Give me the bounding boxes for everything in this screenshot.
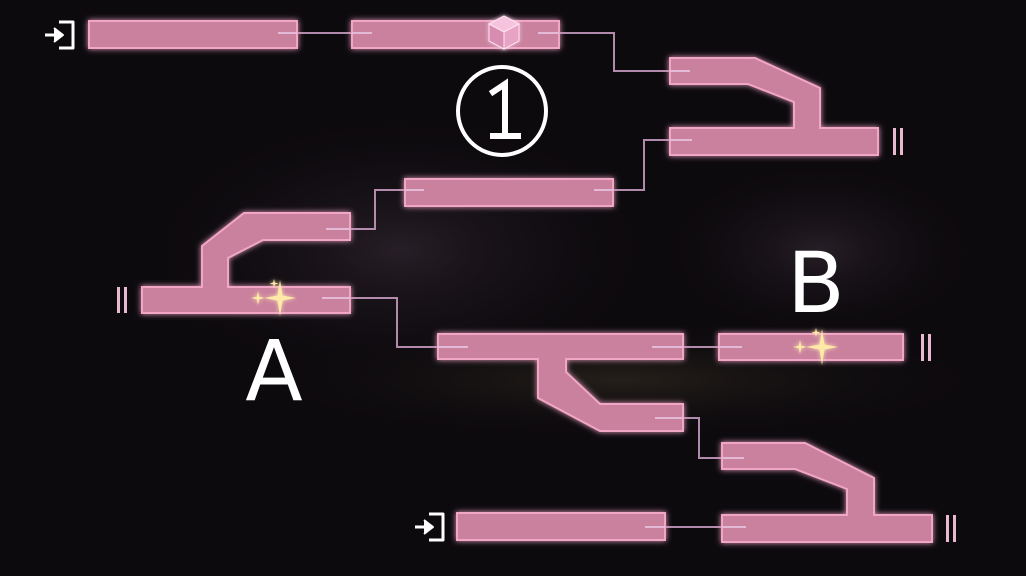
connector-stubs	[278, 32, 746, 528]
point-b-label: B	[787, 234, 845, 332]
connector	[325, 297, 468, 348]
track-segment-branch[interactable]	[669, 57, 879, 156]
pause-bars-icon	[893, 128, 903, 155]
stage-marker	[456, 65, 548, 157]
track-segment-branch[interactable]	[437, 333, 684, 432]
sparkle-icon[interactable]	[793, 328, 838, 365]
track-segment[interactable]	[351, 20, 560, 49]
cube-icon[interactable]	[487, 15, 521, 50]
exit-icon[interactable]	[45, 20, 75, 50]
pause-bars-icon	[117, 287, 127, 313]
background-glow	[660, 160, 980, 340]
track-segment-branch[interactable]	[721, 442, 933, 543]
dead-end-markers	[117, 128, 956, 542]
track-segment[interactable]	[456, 512, 666, 541]
point-a-label: A	[245, 322, 302, 420]
pause-bars-icon	[946, 515, 956, 542]
sparkle-icon[interactable]	[251, 279, 296, 316]
track-segments	[88, 20, 933, 543]
connector	[598, 139, 692, 191]
stage-marker-number	[488, 78, 521, 139]
exit-icon[interactable]	[415, 512, 445, 542]
track-segment-branch[interactable]	[141, 212, 351, 314]
pause-bars-icon	[921, 334, 931, 361]
track-segment[interactable]	[404, 178, 614, 207]
track-segment[interactable]	[88, 20, 298, 49]
connector	[330, 189, 420, 230]
connector	[538, 32, 690, 72]
